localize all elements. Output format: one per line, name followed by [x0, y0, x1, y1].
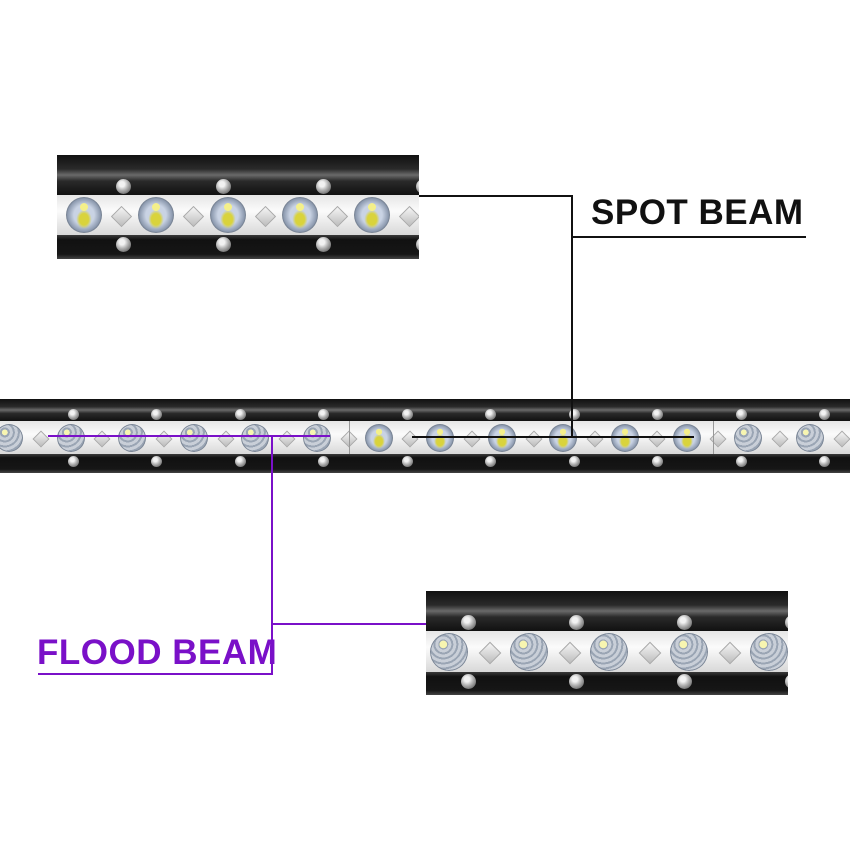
screw-icon: [234, 409, 246, 420]
screw-icon: [234, 456, 246, 467]
bar-top-rail: [426, 591, 788, 631]
screw-icon: [568, 456, 580, 467]
screw-icon: [568, 409, 580, 420]
screw-icon: [315, 179, 331, 194]
spot-callout-line-horizontal-top: [419, 195, 572, 197]
flood-callout-line-horizontal: [271, 623, 426, 625]
flood-callout-line-bar-span: [48, 435, 330, 437]
screw-icon: [415, 179, 419, 194]
led-lens-icon: [0, 423, 23, 452]
screw-icon: [485, 456, 496, 467]
led-lens-icon: [66, 197, 102, 233]
led-lens-icon: [179, 423, 208, 452]
screw-icon: [652, 409, 663, 420]
screw-icon: [215, 179, 231, 194]
screw-icon: [784, 615, 788, 630]
screw-icon: [401, 456, 413, 467]
screw-icon: [67, 409, 79, 420]
screw-icon: [784, 674, 788, 689]
led-lens-icon: [282, 197, 318, 233]
screw-icon: [819, 409, 830, 420]
led-lens-icon: [795, 423, 824, 452]
screw-icon: [460, 674, 476, 689]
spot-beam-inset: [57, 155, 419, 259]
screw-icon: [735, 456, 747, 467]
screw-icon: [485, 409, 496, 420]
spot-callout-line-underline: [571, 236, 806, 238]
screw-icon: [676, 615, 692, 630]
spot-beam-label: SPOT BEAM: [591, 193, 804, 232]
led-lens-icon: [430, 632, 468, 671]
screw-icon: [315, 237, 331, 252]
led-lens-icon: [354, 197, 390, 233]
screw-icon: [151, 409, 162, 420]
screw-icon: [318, 409, 329, 420]
flood-callout-line-underline: [38, 673, 273, 675]
screw-icon: [652, 456, 663, 467]
screw-icon: [735, 409, 747, 420]
bar-bottom-rail: [426, 672, 788, 695]
screw-icon: [401, 409, 413, 420]
screw-icon: [415, 237, 419, 252]
bar-section-divider: [713, 421, 714, 454]
led-lens-icon: [364, 423, 393, 452]
screw-icon: [460, 615, 476, 630]
screw-icon: [151, 456, 162, 467]
led-lens-icon: [590, 632, 628, 671]
screw-icon: [115, 179, 131, 194]
led-lens-icon: [734, 423, 763, 452]
screw-icon: [67, 456, 79, 467]
flood-beam-label: FLOOD BEAM: [37, 633, 278, 672]
screw-icon: [819, 456, 830, 467]
spot-callout-line-bar-span: [412, 436, 694, 438]
flood-beam-inset: [426, 591, 788, 695]
screw-icon: [568, 615, 584, 630]
bar-section-divider: [349, 421, 350, 454]
screw-icon: [318, 456, 329, 467]
led-lens-icon: [670, 632, 708, 671]
bar-bottom-rail: [0, 454, 850, 473]
screw-icon: [676, 674, 692, 689]
led-lens-icon: [510, 632, 548, 671]
bar-top-rail: [57, 155, 419, 195]
led-lens-icon: [303, 423, 331, 452]
led-lens-icon: [138, 197, 174, 233]
spot-callout-line-vertical: [571, 195, 573, 437]
flood-callout-line-vertical: [271, 435, 273, 675]
bar-bottom-rail: [57, 235, 419, 259]
led-lens-icon: [210, 197, 246, 233]
screw-icon: [215, 237, 231, 252]
bar-top-rail: [0, 399, 850, 421]
led-lens-icon: [56, 423, 85, 452]
screw-icon: [568, 674, 584, 689]
led-lens-icon: [118, 423, 147, 452]
led-lens-icon: [241, 423, 270, 452]
screw-icon: [115, 237, 131, 252]
led-lens-icon: [750, 632, 788, 671]
